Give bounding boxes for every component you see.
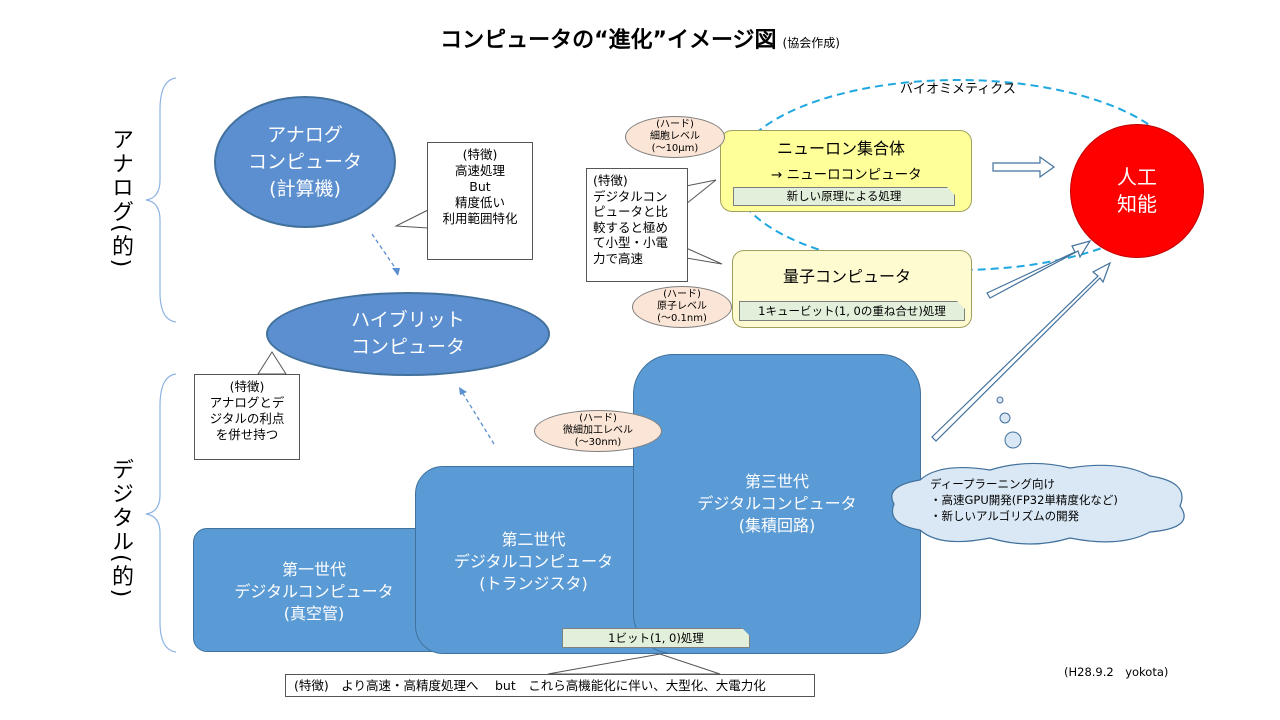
digital-to-hybrid-arrow [461, 391, 495, 445]
gen3-line: 第三世代 [744, 472, 809, 491]
neuro-hardware-bubble: (ハード) 細胞レベル (～10μm) [625, 116, 725, 158]
analog-computer-line: コンピュータ [247, 150, 362, 173]
hard-line: 原子レベル [657, 301, 707, 312]
note-line: (特徴) [462, 147, 498, 162]
gen2-line: (トランジスタ) [479, 574, 588, 593]
gen3-line: デジタルコンピュータ [697, 494, 857, 513]
note-line: (特徴) [229, 379, 265, 394]
title-text: コンピュータの“進化”イメージ図 [440, 28, 777, 53]
deep-learning-note: ディープラーニング向け ・高速GPU開発(FP32単精度化など) ・新しいアルゴ… [930, 476, 1118, 524]
note-line: (特徴) [593, 173, 628, 188]
digital-side-label: デジタル(的) [108, 458, 133, 600]
deep-learning-line: ・高速GPU開発(FP32単精度化など) [930, 493, 1118, 507]
analog-to-hybrid-arrow [371, 233, 399, 273]
ic-hardware-bubble: (ハード) 微細加工レベル (～30nm) [534, 410, 662, 452]
deep-learning-cloud-shape [891, 462, 1185, 545]
hybrid-note-pointer [257, 351, 287, 375]
thought-bubble-medium [999, 412, 1011, 424]
note-line: 精度低い [454, 195, 505, 210]
biomimetics-label: バイオミメティクス [900, 82, 1016, 97]
hard-line: (～30nm) [574, 437, 622, 448]
neuro-subtitle: → ニューロコンピュータ [771, 167, 922, 183]
hard-line: 微細加工レベル [563, 425, 633, 436]
hard-line: (～0.1nm) [657, 313, 707, 324]
quantum-hardware-bubble: (ハード) 原子レベル (～0.1nm) [632, 286, 732, 328]
analog-side-label: アナログ(的) [108, 128, 133, 270]
ai-circle: 人工 知能 [1070, 124, 1204, 258]
hybrid-computer-ellipse: ハイブリット コンピュータ [266, 292, 550, 376]
analog-feature-note: (特徴) 高速処理 But 精度低い 利用範囲特化 [427, 142, 533, 260]
note-line: アナログとデ [209, 395, 285, 410]
thought-bubble-small [996, 396, 1004, 404]
small-feature-note: (特徴) デジタルコン ピュータと比 較すると極め て小型・小電 力で高速 [586, 168, 688, 282]
neuro-box: ニューロン集合体 → ニューロコンピュータ 新しい原理による処理 [720, 130, 972, 212]
hard-line: (ハード) [579, 413, 617, 424]
note-line: ジタルの利点 [209, 411, 285, 426]
hybrid-computer-line: ハイブリット [351, 309, 465, 331]
analog-brace [145, 77, 177, 323]
hybrid-computer-line: コンピュータ [350, 336, 465, 358]
deep-learning-line: ・新しいアルゴリズムの開発 [930, 509, 1080, 523]
quantum-box: 量子コンピュータ 1キュービット(1, 0の重ね合せ)処理 [732, 250, 972, 328]
gen2-line: デジタルコンピュータ [453, 552, 614, 571]
note-line: デジタルコン [593, 188, 668, 204]
quantum-to-ai-arrow [986, 240, 1092, 299]
note-line: 較すると極め [593, 219, 669, 235]
analog-computer-line: アナログ [267, 123, 343, 146]
hard-line: 細胞レベル [650, 131, 700, 142]
ai-line: 人工 [1117, 165, 1157, 189]
gen1-line: (真空管) [283, 604, 345, 623]
note-line: 高速処理 [454, 163, 505, 178]
small-note-pointer-down [685, 247, 723, 265]
gen2-line: 第二世代 [501, 530, 566, 549]
gen1-line: 第一世代 [281, 560, 346, 579]
ai-line: 知能 [1117, 192, 1157, 216]
note-line: 力で高速 [593, 250, 644, 266]
note-line: ピュータと比 [593, 204, 669, 219]
digital-to-ai-arrow [931, 261, 1112, 442]
note-line: 利用範囲特化 [442, 211, 518, 226]
analog-computer-line: (計算機) [269, 177, 341, 200]
page-title: コンピュータの“進化”イメージ図 (協会作成) [0, 22, 1280, 54]
thought-bubble-large [1004, 431, 1022, 449]
quantum-tab: 1キュービット(1, 0の重ね合せ)処理 [739, 301, 965, 321]
neuro-tab: 新しい原理による処理 [733, 187, 955, 206]
hard-line: (ハード) [663, 289, 701, 300]
gen3-box: 第三世代 デジタルコンピュータ (集積回路) [633, 354, 921, 654]
digital-brace [145, 373, 177, 653]
neuro-to-ai-arrow [992, 155, 1056, 179]
gen3-line: (集積回路) [738, 516, 816, 535]
note-line: を併せ持つ [215, 427, 279, 442]
note-line: But [469, 179, 491, 194]
analog-note-pointer [394, 209, 429, 229]
credit-text: (H28.9.2 yokota) [1064, 665, 1169, 679]
title-sub: (協会作成) [782, 36, 840, 50]
hard-line: (ハード) [656, 119, 694, 130]
hard-line: (～10μm) [651, 143, 699, 154]
gen1-line: デジタルコンピュータ [234, 582, 394, 601]
deep-learning-line: ディープラーニング向け [930, 477, 1056, 491]
bottom-feature-note: (特徴) より高速・高精度処理へ but これら高機能化に伴い、大型化、大電力化 [285, 674, 815, 697]
quantum-title: 量子コンピュータ [783, 267, 912, 286]
bit-processing-tab: 1ビット(1, 0)処理 [562, 628, 750, 648]
analog-computer-ellipse: アナログ コンピュータ (計算機) [214, 96, 396, 228]
note-line: て小型・小電 [593, 235, 669, 250]
small-note-pointer-up [685, 179, 717, 206]
neuro-title: ニューロン集合体 [777, 139, 906, 158]
bottom-note-pointer [547, 653, 721, 675]
hybrid-feature-note: (特徴) アナログとデ ジタルの利点 を併せ持つ [194, 374, 300, 460]
